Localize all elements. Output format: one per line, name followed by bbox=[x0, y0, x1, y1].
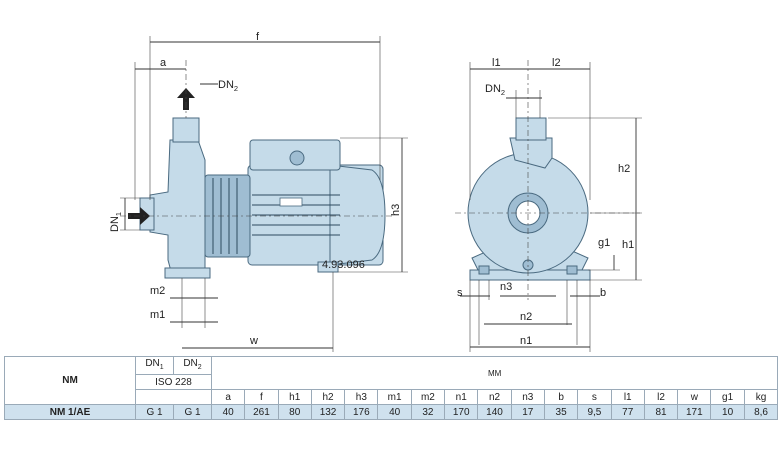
col-header: h1 bbox=[277, 389, 312, 405]
col-header: kg bbox=[743, 389, 779, 405]
row-value: 8,6 bbox=[743, 404, 779, 420]
dim-label-m1: m1 bbox=[150, 309, 165, 321]
row-value: 40 bbox=[377, 404, 412, 420]
table-row: NM 1/AE G 1 G 1 40 261 80 132 176 40 32 … bbox=[4, 404, 779, 420]
row-value: 17 bbox=[510, 404, 545, 420]
row-dn2: G 1 bbox=[173, 404, 212, 420]
dim-label-dn1: DN1 bbox=[109, 212, 123, 232]
dim-label-n1: n1 bbox=[520, 335, 532, 347]
row-value: 40 bbox=[210, 404, 246, 420]
dim-label-n2: n2 bbox=[520, 311, 532, 323]
dim-label-g1: g1 bbox=[598, 237, 610, 249]
dim-label-l1: l1 bbox=[492, 57, 501, 69]
header-iso-spacer bbox=[135, 389, 212, 405]
row-dn1: G 1 bbox=[135, 404, 174, 420]
header-iso: ISO 228 bbox=[135, 374, 212, 390]
dim-label-w: w bbox=[249, 335, 258, 347]
dim-label-b: b bbox=[600, 287, 606, 299]
header-model: NM bbox=[4, 356, 136, 405]
row-model: NM 1/AE bbox=[4, 404, 136, 420]
row-value: 261 bbox=[244, 404, 279, 420]
row-value: 81 bbox=[643, 404, 679, 420]
col-header: m2 bbox=[410, 389, 446, 405]
dim-label-n3: n3 bbox=[500, 281, 512, 293]
col-header: b bbox=[543, 389, 579, 405]
dim-label-h2: h2 bbox=[618, 163, 630, 175]
col-header: n1 bbox=[444, 389, 479, 405]
dim-label-f: f bbox=[256, 31, 260, 43]
row-value: 132 bbox=[310, 404, 346, 420]
header-mm: MM bbox=[210, 356, 779, 390]
side-view-dimensions bbox=[120, 36, 408, 352]
row-value: 170 bbox=[444, 404, 479, 420]
col-header: m1 bbox=[377, 389, 412, 405]
dim-label-h1: h1 bbox=[622, 239, 634, 251]
dim-label-m2: m2 bbox=[150, 285, 165, 297]
dim-label-h3: h3 bbox=[390, 204, 402, 216]
row-value: 9,5 bbox=[577, 404, 612, 420]
row-value: 35 bbox=[543, 404, 579, 420]
row-value: 140 bbox=[477, 404, 512, 420]
dim-label-dn2-side: DN2 bbox=[218, 79, 238, 93]
col-header: n2 bbox=[477, 389, 512, 405]
dim-label-l2: l2 bbox=[552, 57, 561, 69]
row-value: 171 bbox=[677, 404, 712, 420]
row-value: 77 bbox=[610, 404, 645, 420]
front-view-dimensions bbox=[460, 62, 642, 352]
col-header: h3 bbox=[344, 389, 379, 405]
col-header: g1 bbox=[710, 389, 745, 405]
row-value: 32 bbox=[410, 404, 446, 420]
dim-label-dn2-front: DN2 bbox=[485, 83, 505, 97]
col-header: l1 bbox=[610, 389, 645, 405]
header-dn1: DN1 bbox=[135, 356, 174, 375]
col-header: s bbox=[577, 389, 612, 405]
front-view-pump bbox=[455, 60, 640, 300]
side-view-pump bbox=[120, 60, 395, 279]
pump-dimension-drawing: 4.93.096 f a DN2 DN1 h3 m2 m1 w bbox=[109, 31, 642, 352]
dim-label-s: s bbox=[457, 287, 463, 299]
col-header: n3 bbox=[510, 389, 545, 405]
dim-label-a: a bbox=[160, 57, 167, 69]
col-header: h2 bbox=[310, 389, 346, 405]
col-header: w bbox=[677, 389, 712, 405]
col-header: l2 bbox=[643, 389, 679, 405]
header-dn2: DN2 bbox=[173, 356, 212, 375]
motor-plate-label: 4.93.096 bbox=[322, 259, 365, 271]
row-value: 10 bbox=[710, 404, 745, 420]
row-value: 176 bbox=[344, 404, 379, 420]
col-header: a bbox=[210, 389, 246, 405]
row-value: 80 bbox=[277, 404, 312, 420]
col-header: f bbox=[244, 389, 279, 405]
dimension-table: NM DN1 DN2 MM ISO 228 a f h1 h2 h3 m1 m2… bbox=[4, 356, 779, 420]
